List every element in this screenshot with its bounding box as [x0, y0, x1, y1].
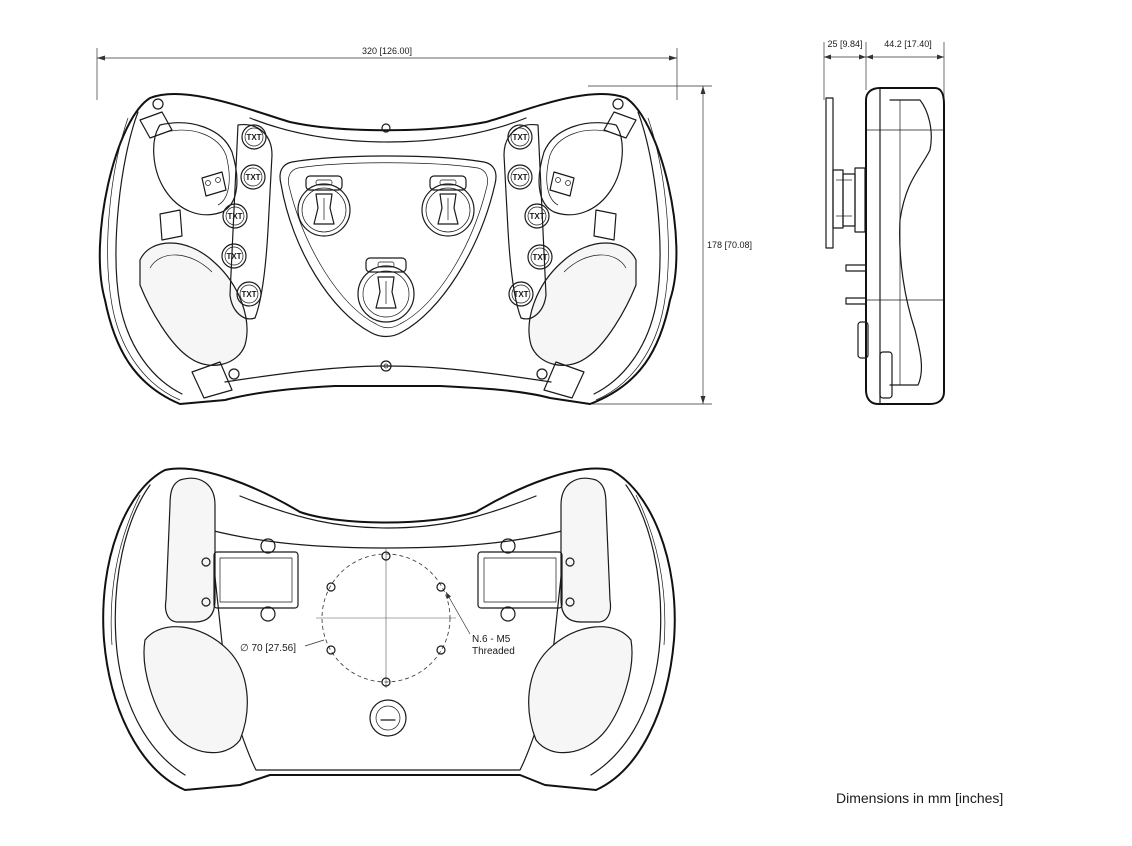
depth-dimension-b-label: 44.2 [17.40] [884, 39, 932, 49]
left-paddle[interactable] [164, 477, 216, 623]
button-label: TXT [512, 133, 527, 142]
thread-callout: N.6 - M5 Threaded [445, 591, 515, 657]
width-dimension: 320 [126.00] [96, 46, 678, 100]
thread-label-2: Threaded [472, 646, 515, 657]
depth-dimension-a-label: 25 [9.84] [827, 39, 862, 49]
thread-label-1: N.6 - M5 [472, 634, 511, 645]
units-note: Dimensions in mm [inches] [836, 790, 1004, 806]
bolt-circle-label: ∅ 70 [27.56] [240, 643, 296, 654]
button-label: TXT [513, 290, 528, 299]
wheel-outline [98, 93, 678, 405]
button-label: TXT [227, 212, 242, 221]
left-button-3[interactable]: TXT [222, 203, 248, 229]
depth-dimension-b: 44.2 [17.40] [866, 39, 945, 100]
left-button-2[interactable]: TXT [240, 164, 266, 190]
left-button-4[interactable]: TXT [221, 243, 247, 269]
right-button-3[interactable]: TXT [524, 203, 550, 229]
height-dimension-label: 178 [70.08] [707, 240, 752, 250]
right-button-1[interactable]: TXT [507, 124, 533, 150]
right-shift-module [477, 538, 575, 622]
rotary-encoder-right[interactable] [421, 175, 475, 237]
left-button-1[interactable]: TXT [241, 124, 267, 150]
height-dimension: 178 [70.08] [588, 85, 752, 405]
rotary-encoder-left[interactable] [297, 175, 351, 237]
button-label: TXT [241, 290, 256, 299]
quick-release-hub [369, 699, 407, 737]
left-shift-module [201, 538, 299, 622]
button-label: TXT [246, 133, 261, 142]
button-label: TXT [245, 173, 260, 182]
rear-wheel-outline [102, 467, 676, 791]
bolt-circle [316, 548, 456, 688]
button-label: TXT [532, 253, 547, 262]
depth-dimension-a: 25 [9.84] [823, 39, 867, 100]
front-view: 320 [126.00] 178 [70.08] [96, 46, 752, 405]
side-view: 25 [9.84] 44.2 [17.40] [823, 39, 945, 405]
right-button-4[interactable]: TXT [527, 244, 553, 270]
center-panel [279, 155, 497, 338]
right-button-5[interactable]: TXT [508, 281, 534, 307]
right-button-2[interactable]: TXT [507, 164, 533, 190]
button-label: TXT [226, 252, 241, 261]
width-dimension-label: 320 [126.00] [362, 46, 412, 56]
right-paddle[interactable] [560, 477, 612, 623]
button-label: TXT [512, 173, 527, 182]
rear-view: ∅ 70 [27.56] N.6 - M5 Threaded [102, 467, 676, 791]
left-button-5[interactable]: TXT [236, 281, 262, 307]
rotary-encoder-center[interactable] [357, 257, 415, 323]
bolt-circle-callout: ∅ 70 [27.56] [240, 639, 325, 654]
button-label: TXT [529, 212, 544, 221]
